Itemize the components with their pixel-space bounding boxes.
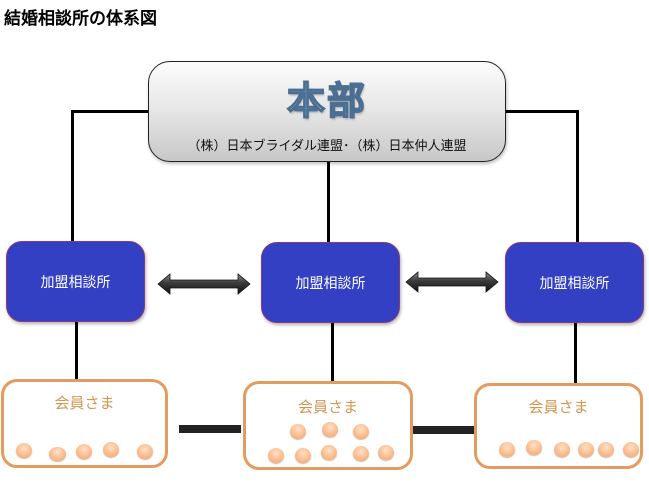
branch-office-label: 加盟相談所 (295, 275, 366, 292)
member-icon (290, 424, 306, 439)
member-icon (578, 442, 594, 457)
page-title: 結婚相談所の体系図 (4, 9, 157, 29)
headquarters-subtitle: （株）日本ブライダル連盟･（株）日本仲人連盟 (187, 139, 467, 154)
member-icon (268, 448, 284, 463)
member-icon (321, 445, 337, 460)
headquarters-box: 本部 （株）日本ブライダル連盟･（株）日本仲人連盟 (148, 61, 506, 162)
member-group-label: 会員さま (528, 398, 589, 416)
double-arrow-icon (157, 273, 251, 295)
member-icon (623, 442, 639, 457)
branch-office-1: 加盟相談所 (6, 241, 145, 322)
member-connector-bar (413, 426, 475, 434)
double-arrow-icon (405, 271, 499, 293)
connector-hq-left-h (71, 110, 149, 113)
member-icon (103, 442, 119, 457)
member-icon (353, 446, 369, 461)
connector-branch3-members (574, 322, 577, 384)
member-icon (353, 424, 369, 439)
member-icon (49, 447, 66, 461)
member-connector-bar (179, 425, 241, 433)
connector-branch1-members (75, 322, 78, 382)
connector-hq-left-v (71, 110, 74, 242)
member-icon (76, 444, 92, 459)
member-icon (499, 442, 515, 457)
member-icon (16, 443, 32, 458)
member-group-2: 会員さま (243, 381, 413, 470)
member-icon (322, 422, 338, 437)
member-icon (554, 442, 570, 457)
member-icon (526, 440, 542, 455)
branch-office-label: 加盟相談所 (40, 274, 111, 291)
member-icon (598, 442, 614, 457)
member-icon (137, 444, 153, 459)
member-group-3: 会員さま (474, 383, 643, 469)
connector-branch2-members (331, 322, 334, 384)
member-group-label: 会員さま (297, 398, 358, 416)
branch-office-label: 加盟相談所 (539, 275, 610, 292)
branch-office-3: 加盟相談所 (505, 242, 644, 323)
member-icon (295, 448, 311, 463)
member-group-label: 会員さま (54, 394, 115, 412)
connector-hq-right-h (505, 110, 579, 113)
connector-hq-right-v (576, 110, 579, 242)
headquarters-title: 本部 (286, 78, 367, 124)
branch-office-2: 加盟相談所 (261, 242, 400, 323)
connector-hq-center-v (327, 162, 330, 244)
member-icon (378, 445, 394, 460)
member-group-1: 会員さま (1, 379, 168, 468)
